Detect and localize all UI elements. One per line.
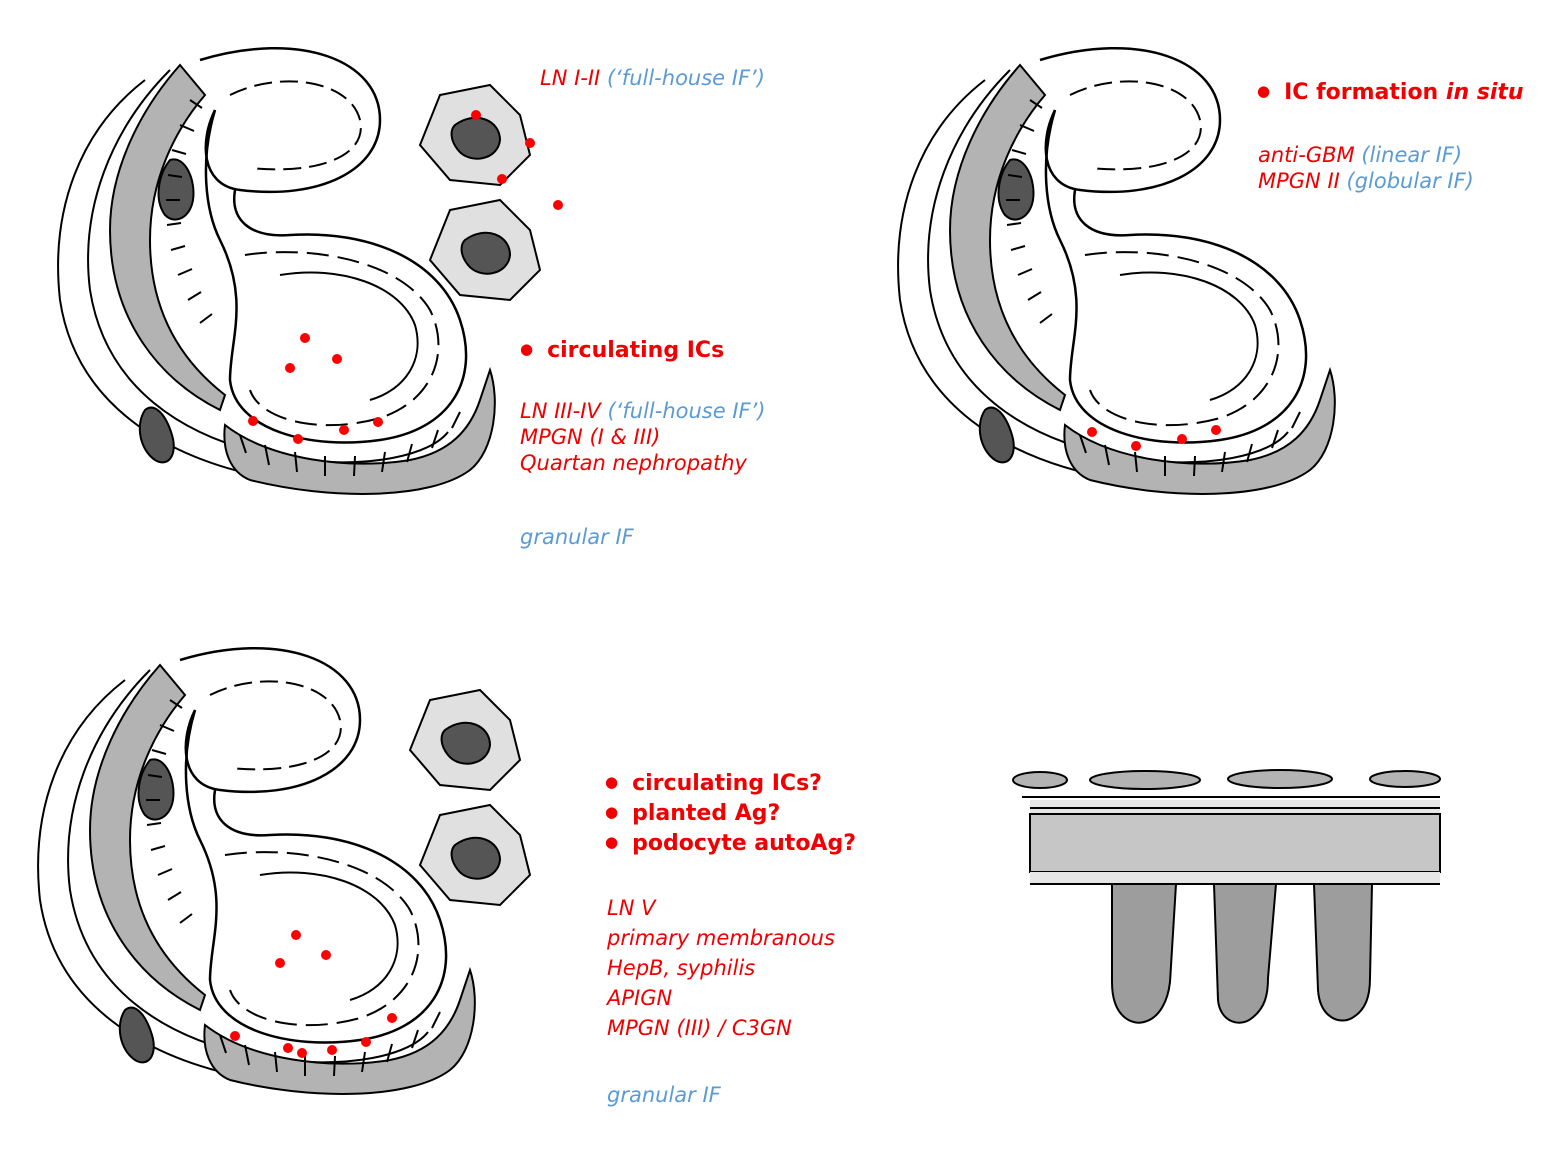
panel3-disease-list: LN V primary membranous HepB, syphilis A…	[607, 898, 835, 1048]
panel1-bullet: ●circulating ICs	[520, 338, 725, 363]
glomerular-basement-membrane	[1022, 796, 1441, 885]
panel3-footer: granular IF	[607, 1083, 721, 1107]
ic-dot	[297, 1048, 307, 1058]
ic-dot	[361, 1037, 371, 1047]
ic-dot	[339, 425, 349, 435]
panel1-disease-list: LN III-IV (‘full-house IF’) MPGN (I & II…	[520, 401, 765, 479]
capillary-wall-schematic	[1012, 769, 1441, 1024]
ic-dot	[285, 363, 295, 373]
panel1-footer: granular IF	[520, 525, 634, 549]
ic-dot	[1087, 427, 1097, 437]
ic-dot	[300, 333, 310, 343]
ic-dot	[1211, 425, 1221, 435]
glomerulus-drawing-2	[896, 46, 1337, 496]
endothelial-fenestrae	[1012, 769, 1441, 790]
list-item: APIGN	[607, 986, 673, 1010]
ic-dot	[291, 930, 301, 940]
ic-dot	[471, 110, 481, 120]
ic-dot	[248, 416, 258, 426]
list-item: Quartan nephropathy	[520, 451, 747, 475]
ic-dot	[275, 958, 285, 968]
ic-dot	[1177, 434, 1187, 444]
panel2-bullet: ●IC formation in situ	[1257, 80, 1524, 105]
panel1-top-label: LN I-II (‘full-house IF’)	[540, 66, 765, 90]
ic-dot	[553, 200, 563, 210]
list-item: MPGN (III) / C3GN	[607, 1016, 792, 1040]
list-item: anti-GBM (linear IF)	[1258, 143, 1463, 167]
list-item: MPGN II (globular IF)	[1258, 169, 1474, 193]
list-item: LN III-IV (‘full-house IF’)	[520, 399, 766, 423]
list-item: ●circulating ICs?	[605, 771, 822, 796]
list-item: HepB, syphilis	[607, 956, 756, 980]
list-item: primary membranous	[607, 926, 835, 950]
ic-dot	[293, 434, 303, 444]
ic-dot	[327, 1045, 337, 1055]
podocyte-foot-processes	[1111, 883, 1374, 1024]
list-item: ●planted Ag?	[605, 801, 781, 826]
glomerulus-drawing-1	[56, 46, 497, 496]
ic-dot	[525, 138, 535, 148]
panel3-bullets: ●circulating ICs? ●planted Ag? ●podocyte…	[605, 773, 856, 863]
ic-dot	[283, 1043, 293, 1053]
ic-dot	[387, 1013, 397, 1023]
ic-dot	[1131, 441, 1141, 451]
list-item: MPGN (I & III)	[520, 425, 661, 449]
mesangial-cells-3	[409, 689, 531, 906]
panel2-disease-list: anti-GBM (linear IF) MPGN II (globular I…	[1258, 145, 1474, 197]
glomerulus-drawing-3	[36, 646, 477, 1096]
ic-dot	[230, 1031, 240, 1041]
list-item: ●podocyte autoAg?	[605, 831, 856, 856]
ic-dot	[321, 950, 331, 960]
list-item: LN V	[607, 896, 656, 920]
mesangial-cells-1	[419, 84, 563, 301]
ic-dot	[332, 354, 342, 364]
ic-dot	[373, 417, 383, 427]
ic-dot	[497, 174, 507, 184]
